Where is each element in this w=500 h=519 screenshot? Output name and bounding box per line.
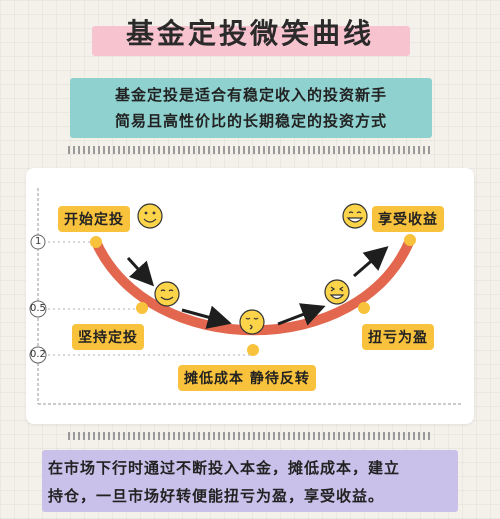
arrow-icon [353,246,389,278]
smile-face-icon [137,203,163,229]
tick-marker-02 [29,346,47,364]
tick-label-02: 0.2 [30,349,46,360]
label-turn-profit: 扭亏为盈 [362,324,434,350]
title-highlight [92,26,410,56]
divider-top [68,146,432,154]
summary-line-1: 在市场下行时通过不断投入本金，摊低成本，建立 [48,459,401,477]
point-persist [136,302,148,314]
tick-label-1: 1 [35,236,42,247]
point-bottom [247,344,259,356]
tick-label-05: 0.5 [30,303,46,314]
label-persist: 坚持定投 [72,324,144,350]
laugh-face-icon [324,279,350,305]
kiss-face-icon [239,309,265,335]
point-start [90,236,102,248]
point-profit [358,302,370,314]
label-start: 开始定投 [58,206,130,232]
arrow-icon [277,303,326,326]
page-title: 基金定投微笑曲线 [125,17,374,50]
intro-box: 基金定投是适合有稳定收入的投资新手 简易且高性价比的长期稳定的投资方式 [70,78,432,138]
divider-bottom [68,432,432,440]
point-enjoy [404,234,416,246]
arrow-icon [126,256,155,287]
content-face-icon [154,281,180,307]
intro-line-1: 基金定投是适合有稳定收入的投资新手 [114,86,387,104]
arrow-icon [181,305,232,329]
label-enjoy: 享受收益 [372,206,444,232]
summary-box: 在市场下行时通过不断投入本金，摊低成本，建立 持仓，一旦市场好转便能扭亏为盈，享… [42,450,458,512]
label-lower-cost: 摊低成本 静待反转 [178,365,316,391]
tick-marker-05 [29,300,47,318]
intro-line-2: 简易且高性价比的长期稳定的投资方式 [114,112,387,130]
summary-line-2: 持仓，一旦市场好转便能扭亏为盈，享受收益。 [48,487,385,505]
grin-face-icon [342,203,368,229]
tick-marker-1 [30,234,46,250]
